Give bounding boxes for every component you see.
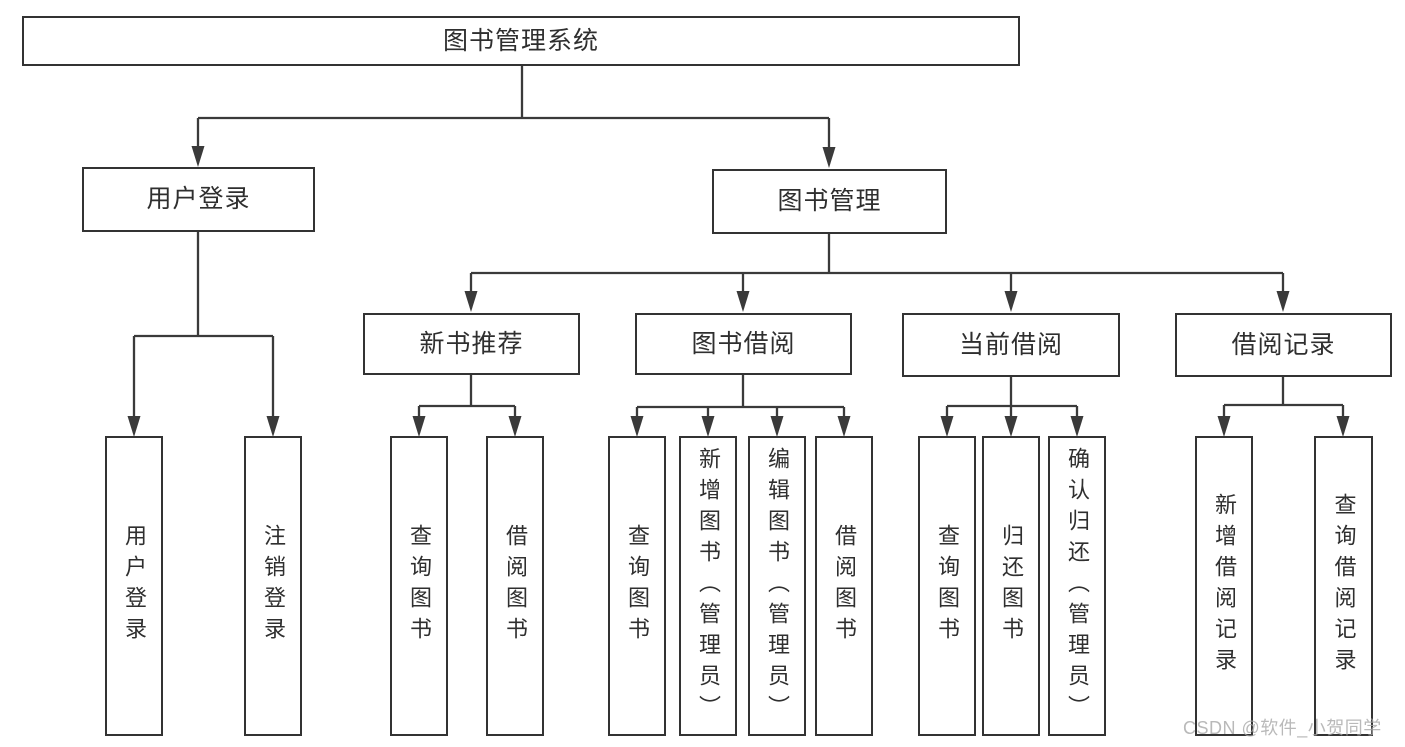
leaf-add-book-admin: 新增图书（管理员） (679, 436, 737, 736)
leaf-add-borrow-record: 新增借阅记录 (1195, 436, 1253, 736)
node-root-system: 图书管理系统 (22, 16, 1020, 66)
node-borrowing-records: 借阅记录 (1175, 313, 1392, 377)
leaf-query-books-borrowing: 查询图书 (608, 436, 666, 736)
watermark: CSDN @软件_小贺同学 (1183, 718, 1382, 738)
node-new-book-recommendation: 新书推荐 (363, 313, 580, 375)
leaf-user-login: 用户登录 (105, 436, 163, 736)
leaf-query-books-current: 查询图书 (918, 436, 976, 736)
node-book-management: 图书管理 (712, 169, 947, 234)
leaf-edit-book-admin: 编辑图书（管理员） (748, 436, 806, 736)
node-current-borrowing: 当前借阅 (902, 313, 1120, 377)
node-book-borrowing: 图书借阅 (635, 313, 852, 375)
leaf-return-books: 归还图书 (982, 436, 1040, 736)
leaf-query-borrow-record: 查询借阅记录 (1314, 436, 1373, 736)
node-user-login: 用户登录 (82, 167, 315, 232)
leaf-query-books-recommend: 查询图书 (390, 436, 448, 736)
leaf-borrow-books-borrowing: 借阅图书 (815, 436, 873, 736)
leaf-logout: 注销登录 (244, 436, 302, 736)
arrowheads (127, 146, 1350, 437)
leaf-borrow-books-recommend: 借阅图书 (486, 436, 544, 736)
leaf-confirm-return-admin: 确认归还（管理员） (1048, 436, 1106, 736)
